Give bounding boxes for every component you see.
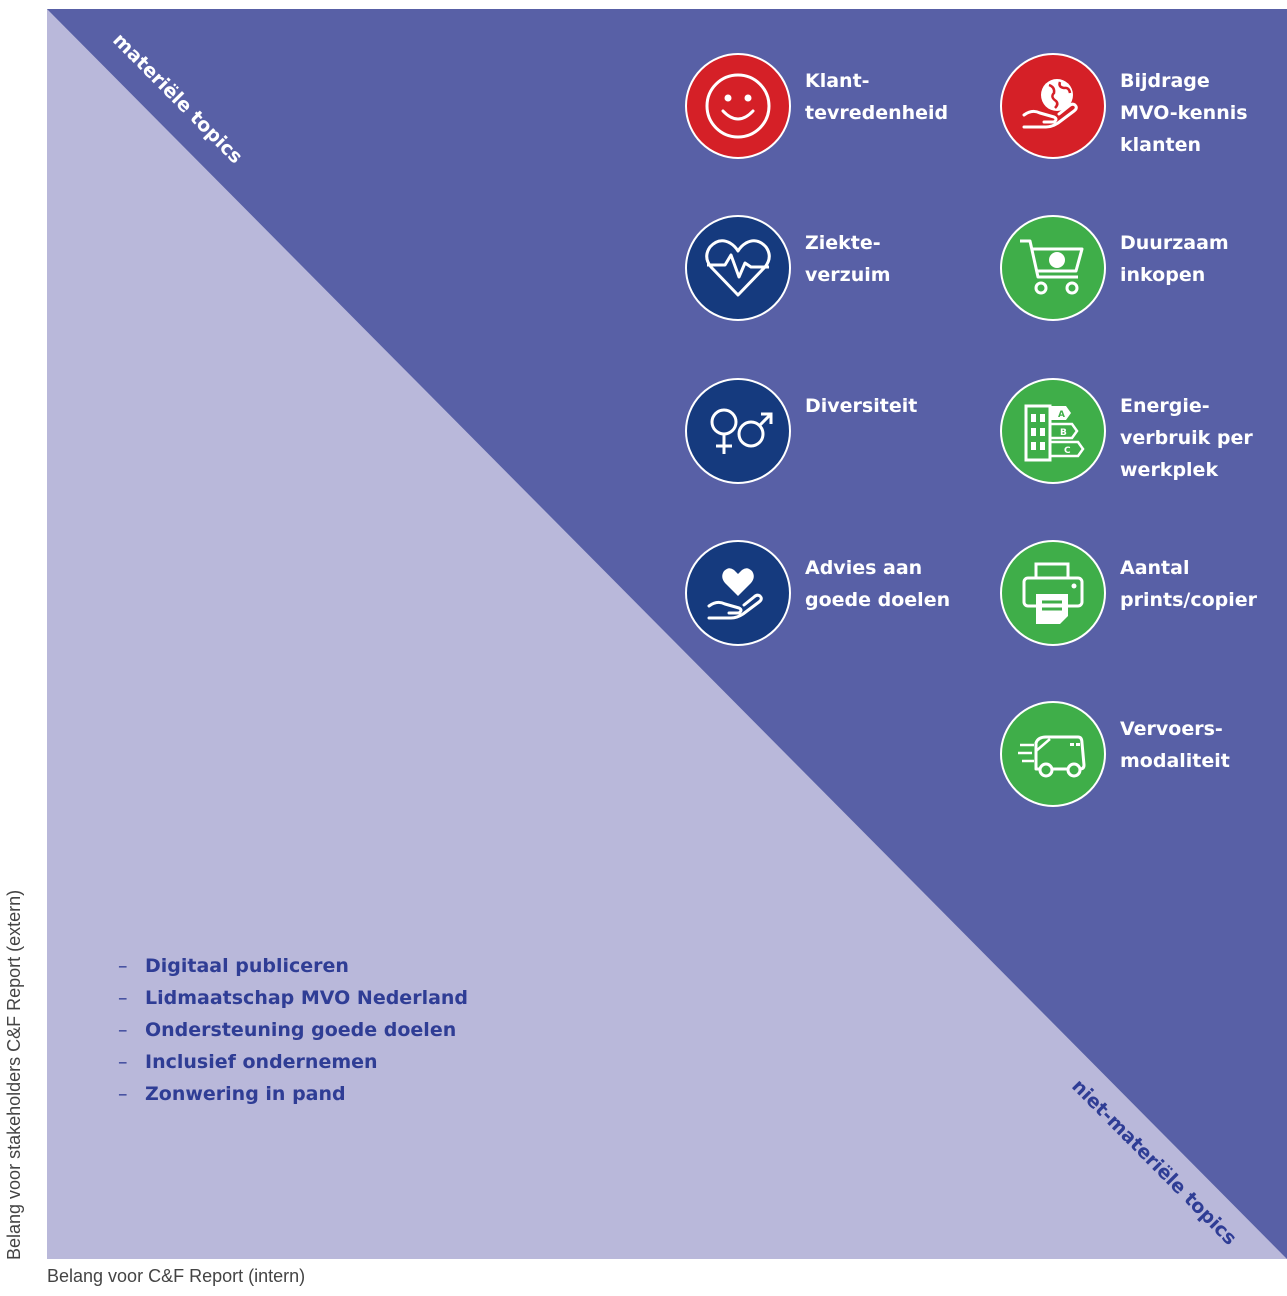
topic-bijdrage-mvo-kennis: Bijdrage MVO-kennis klanten — [1000, 53, 1280, 163]
list-item: –Inclusief ondernemen — [118, 1051, 378, 1073]
topic-label: Klant- tevredenheid — [805, 70, 949, 124]
x-axis-label: Belang voor C&F Report (intern) — [47, 1266, 306, 1286]
topic-label: Duurzaam inkopen — [1120, 232, 1229, 286]
heart-hand-icon — [707, 568, 763, 620]
topic-label: Advies aan goede doelen — [805, 557, 951, 611]
list-item: –Zonwering in pand — [118, 1083, 346, 1105]
topic-advies-goede-doelen: Advies aan goede doelen — [685, 540, 965, 650]
gender-symbols-icon — [710, 408, 773, 454]
topic-label: Energie- verbruik per werkplek — [1120, 395, 1253, 481]
topic-circle — [1000, 215, 1106, 321]
topic-vervoersmodaliteit: Vervoers- modaliteit — [1000, 701, 1280, 811]
energy-label-building-icon: A B C — [1024, 404, 1085, 462]
printer-icon — [1022, 562, 1084, 624]
topic-label: Bijdrage MVO-kennis klanten — [1120, 70, 1248, 156]
topic-circle: A B C — [1000, 378, 1106, 484]
topic-diversiteit: Diversiteit — [685, 378, 965, 488]
topic-energieverbruik: A B C Energie- verbruik per werkplek — [1000, 378, 1280, 488]
topic-label: Ziekte- verzuim — [805, 232, 891, 286]
topic-klanttevredenheid: Klant- tevredenheid — [685, 53, 965, 163]
topic-circle — [1000, 701, 1106, 807]
topic-circle — [1000, 540, 1106, 646]
topic-circle — [685, 53, 791, 159]
y-axis-label: Belang voor stakeholders C&F Report (ext… — [4, 889, 24, 1260]
topic-label: Vervoers- modaliteit — [1120, 718, 1230, 772]
topic-label: Diversiteit — [805, 395, 918, 417]
topic-circle — [685, 540, 791, 646]
globe-hand-icon — [1022, 79, 1078, 129]
list-item: –Digitaal publiceren — [118, 955, 349, 977]
van-icon — [1018, 735, 1086, 778]
topic-ziekteverzuim: Ziekte- verzuim — [685, 215, 965, 325]
topic-duurzaam-inkopen: Duurzaam inkopen — [1000, 215, 1280, 325]
material-area — [47, 9, 1287, 1259]
materiality-matrix: materiële topics niet-materiële topics K… — [47, 9, 1287, 1259]
topic-circle — [1000, 53, 1106, 159]
svg-text:A: A — [1058, 410, 1065, 420]
topic-circle — [685, 215, 791, 321]
nonmaterial-topic-list: –Digitaal publiceren –Lidmaatschap MVO N… — [118, 950, 468, 1110]
topic-circle — [685, 378, 791, 484]
topic-label: Aantal prints/copier — [1120, 557, 1258, 611]
shopping-cart-globe-icon — [1020, 239, 1084, 295]
heartbeat-icon — [705, 239, 771, 297]
list-item: –Ondersteuning goede doelen — [118, 1019, 457, 1041]
topic-aantal-prints: Aantal prints/copier — [1000, 540, 1280, 650]
svg-text:C: C — [1064, 446, 1071, 456]
list-item: –Lidmaatschap MVO Nederland — [118, 987, 469, 1009]
smiley-icon — [705, 73, 771, 139]
svg-text:B: B — [1060, 428, 1067, 438]
